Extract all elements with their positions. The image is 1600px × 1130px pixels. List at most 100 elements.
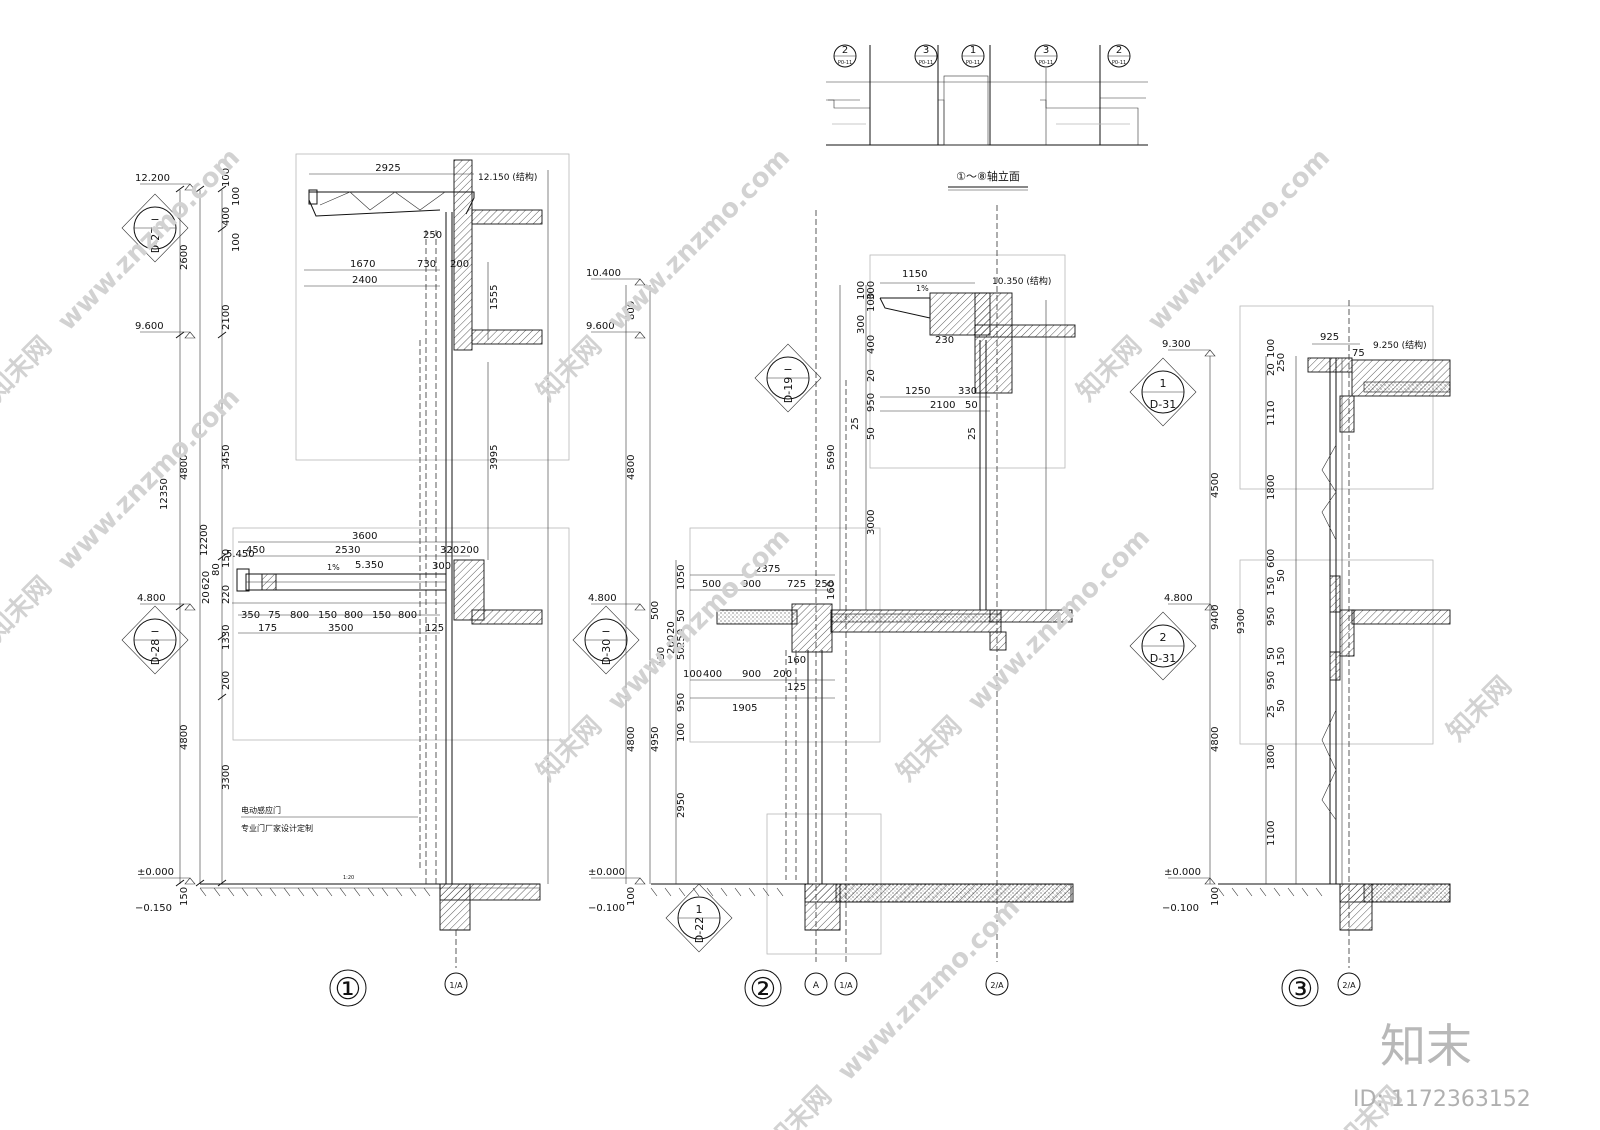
detail-tag: − D-30 — [572, 605, 640, 675]
dim-text: 900 — [742, 579, 761, 590]
elevation-marker: 3 P0-11 — [914, 44, 938, 68]
detail-tag-sheet: D-22 — [693, 917, 706, 943]
dim-text: 350 — [241, 610, 260, 621]
watermark-brand: 知末网 — [1071, 331, 1147, 407]
dim-text: 3600 — [352, 531, 377, 542]
dim-text: 75 — [268, 610, 281, 621]
elevation-marker-sheet: P0-11 — [1112, 60, 1126, 66]
elevation-marker-number: 3 — [923, 45, 929, 56]
dim-text: 1670 — [350, 259, 375, 270]
section-2: 10.400 9.600 4.800 ±0.000 −0.100 10.350 … — [572, 205, 1076, 1007]
dim-text: 25 — [850, 417, 861, 430]
watermark-logo: 知末 — [1380, 1019, 1472, 1073]
watermark-brand: 知末网 — [531, 331, 607, 407]
watermark-site: www.znzmo.com — [52, 383, 246, 577]
dim-text: 160 — [826, 581, 837, 600]
dim-text: 9300 — [1236, 609, 1247, 634]
elevation-marker-number: 3 — [1043, 45, 1049, 56]
dim-text: 50 — [676, 647, 687, 660]
mini-elevation — [826, 45, 1148, 146]
dim-text: 200 — [460, 545, 479, 556]
dim-text: 100 — [683, 669, 702, 680]
dim-text: 50 — [1276, 569, 1287, 582]
watermark-brand: 知末网 — [891, 711, 967, 787]
detail-tag: 1 D-22 — [665, 883, 733, 953]
dim-text: 4800 — [1210, 727, 1221, 752]
watermark-brand: 知末网 — [0, 331, 58, 407]
axis-tag: 2/A — [1342, 981, 1356, 990]
dim-text: 1% — [916, 284, 929, 293]
dim-text: 200 — [450, 259, 469, 270]
dim-text: 12350 — [159, 478, 170, 510]
level-label: ±0.000 — [588, 867, 625, 878]
struct-level: 10.350 (结构) — [992, 275, 1051, 287]
dim-text: 4800 — [626, 455, 637, 480]
dim-text: 500 — [650, 601, 661, 620]
detail-tag-top: 1 — [1160, 377, 1167, 390]
dim-text: 5.450 — [226, 549, 255, 560]
dim-text: 100 — [1266, 339, 1277, 358]
elevation-marker-number: 1 — [970, 45, 976, 56]
level-label: 4.800 — [137, 593, 166, 604]
section-number: ② — [750, 972, 777, 1007]
dim-text: 3995 — [489, 445, 500, 470]
dim-text: 150 — [372, 610, 391, 621]
struct-level: 9.250 (结构) — [1373, 339, 1427, 351]
dim-text: 250 — [1276, 353, 1287, 372]
dim-text: 3000 — [866, 510, 877, 535]
detail-tag: − D-27 — [121, 193, 189, 263]
dim-text: 75 — [1352, 348, 1365, 359]
dim-text: 2600 — [179, 245, 190, 270]
elevation-marker-sheet: P0-11 — [919, 60, 933, 66]
dim-text: 2100 — [930, 400, 955, 411]
level-label: 10.400 — [586, 268, 621, 279]
axis-tag: 2/A — [990, 981, 1004, 990]
dim-text: 20 — [201, 591, 212, 604]
section-1: 12.200 9.600 4.800 ±0.000 −0.150 12.150 … — [121, 153, 570, 1007]
dim-text: 20 — [866, 369, 877, 382]
dim-text: 300 — [432, 561, 451, 572]
elevation-marker-number: 2 — [842, 45, 848, 56]
detail-tag-top: 2 — [1160, 631, 1167, 644]
dim-text: 50 — [676, 609, 687, 622]
dim-text: 125 — [425, 623, 444, 634]
dim-text: 300 — [856, 315, 867, 334]
dim-text: 100 — [856, 281, 867, 300]
elevation-marker-sheet: P0-11 — [838, 60, 852, 66]
level-label: −0.150 — [135, 903, 172, 914]
level-label: −0.100 — [1162, 903, 1199, 914]
detail-frame — [295, 153, 570, 461]
detail-tag: 2 D-31 — [1129, 611, 1197, 681]
dim-text: 3300 — [221, 765, 232, 790]
axis-tag: 1/A — [449, 981, 463, 990]
dim-text: 950 — [676, 693, 687, 712]
dim-text: 950 — [866, 393, 877, 412]
dim-text: 950 — [1266, 671, 1277, 690]
scale-note: 1:20 — [343, 875, 354, 881]
dim-text: 100 — [1210, 887, 1221, 906]
watermark-brand: 知末网 — [1441, 671, 1517, 747]
dim-text: 2400 — [352, 275, 377, 286]
detail-tag: 1 D-31 — [1129, 357, 1197, 427]
dim-text: 250 — [676, 629, 687, 648]
section-3: 9.300 4.800 ±0.000 −0.100 9.250 (结构) 1 D… — [1129, 300, 1451, 1007]
axis-bubble — [444, 972, 468, 996]
watermark-brand: 知末网 — [761, 1081, 837, 1130]
dim-text: 100 — [221, 168, 232, 187]
dim-text: 4800 — [179, 725, 190, 750]
dim-text: 2375 — [755, 564, 780, 575]
detail-tag-top: − — [150, 625, 159, 638]
detail-tag: − D-19 — [754, 343, 822, 413]
dim-text: 260 — [666, 635, 677, 654]
dim-text: 250 — [815, 579, 834, 590]
dim-text: 50 — [1266, 647, 1277, 660]
detail-tag-top: − — [783, 363, 792, 376]
dim-text: 175 — [258, 623, 277, 634]
dim-text: 1% — [327, 563, 340, 572]
axis-tag: 1/A — [839, 981, 853, 990]
dim-text: 950 — [1266, 607, 1277, 626]
dim-text: 25 — [1266, 705, 1277, 718]
level-label: 9.600 — [135, 321, 164, 332]
note-line: 专业门厂家设计定制 — [241, 823, 313, 833]
dim-text: 20 — [1266, 363, 1277, 376]
